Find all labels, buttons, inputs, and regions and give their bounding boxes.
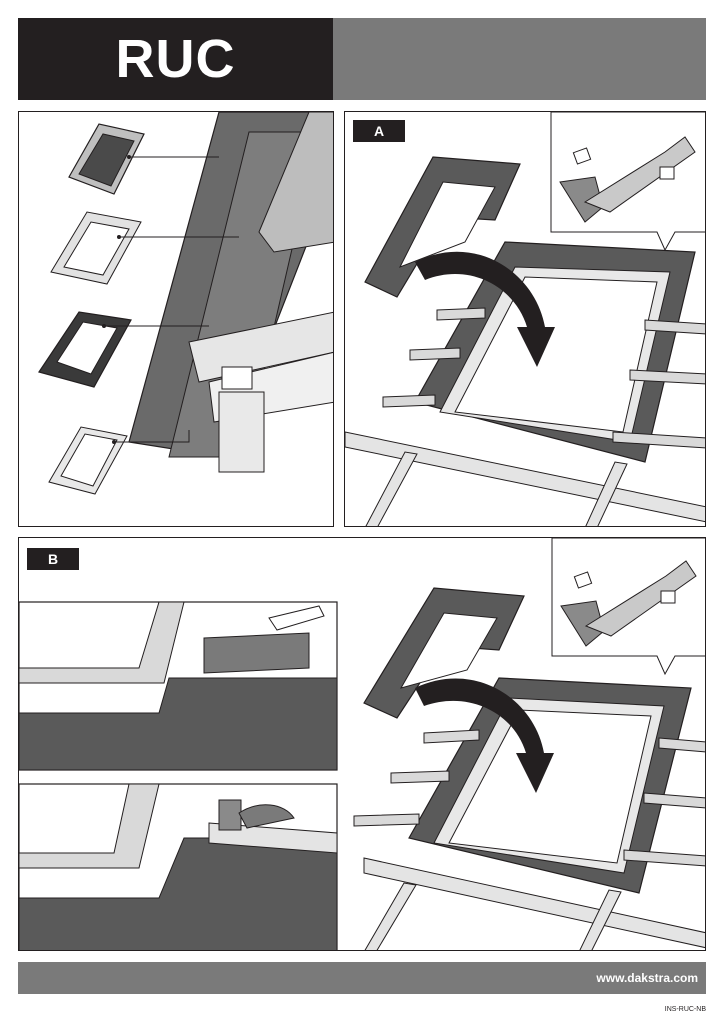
stapler-icon	[218, 799, 295, 831]
components-panel	[18, 111, 334, 527]
step-a-panel: A	[344, 111, 706, 527]
document-code: INS-RUC-NB	[664, 1006, 706, 1013]
footer-band: www.dakstra.com	[18, 962, 706, 994]
components-illustration	[38, 112, 333, 495]
arrow-curved-icon	[415, 251, 555, 367]
component-frame-4	[48, 426, 190, 495]
header-band	[333, 18, 706, 100]
step-a-illustration	[345, 112, 705, 526]
step-b-illustration	[19, 538, 705, 950]
footer-url[interactable]: www.dakstra.com	[596, 971, 698, 985]
component-membrane-3	[38, 311, 209, 388]
step-b-panel: B	[18, 537, 706, 951]
arrow-curved-icon	[415, 678, 554, 793]
step-b-label: B	[27, 548, 79, 570]
component-flashing-2	[50, 211, 239, 285]
header-title-box: RUC	[18, 18, 333, 100]
scissors-icon	[268, 605, 325, 631]
component-frame-1	[68, 123, 219, 195]
page-title: RUC	[115, 29, 236, 89]
step-a-label: A	[353, 120, 405, 142]
